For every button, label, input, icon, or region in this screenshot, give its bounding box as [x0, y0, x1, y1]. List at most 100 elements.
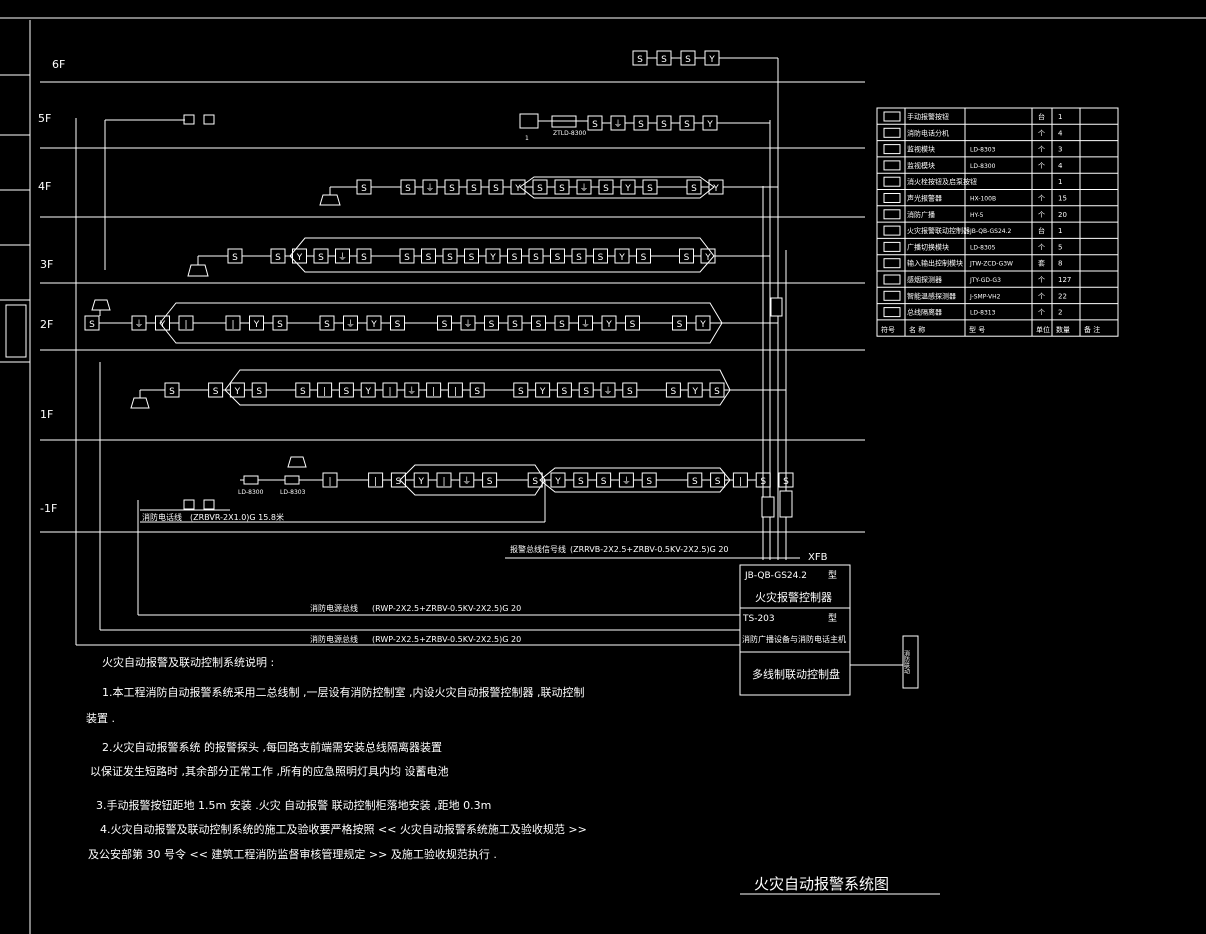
module-icon: | — [225, 315, 241, 331]
svg-text:S: S — [637, 55, 643, 65]
svg-text:Y: Y — [370, 320, 377, 330]
smoke-detector-icon: S — [578, 382, 594, 398]
svg-text:S: S — [627, 387, 633, 397]
cable-name: 消防电源总线 — [310, 603, 358, 613]
svg-text:⏚: ⏚ — [622, 476, 631, 487]
smoke-detector-icon: S — [680, 50, 696, 66]
heat-detector-icon: Y — [360, 382, 376, 398]
svg-text:S: S — [449, 184, 455, 194]
cable-spec: (RWP-2X2.5+ZRBV-0.5KV-2X2.5)G 20 — [372, 635, 521, 644]
svg-text:个: 个 — [1038, 243, 1045, 251]
legend-symbol-icon — [883, 241, 901, 252]
cable-spec: (RWP-2X2.5+ZRBV-0.5KV-2X2.5)G 20 — [372, 604, 521, 613]
smoke-detector-icon: S — [313, 248, 329, 264]
smoke-detector-icon: S — [295, 382, 311, 398]
legend-symbol-icon — [883, 193, 901, 203]
svg-text:S: S — [277, 320, 283, 330]
alarm-bell-icon: ⏚ — [459, 472, 475, 488]
svg-text:个: 个 — [1038, 162, 1045, 170]
floor-label: 4F — [38, 180, 51, 193]
smoke-detector-icon: S — [598, 179, 614, 195]
svg-text:个: 个 — [1038, 309, 1045, 317]
svg-text:⏚: ⏚ — [346, 319, 355, 330]
design-notes: 火灾自动报警及联动控制系统说明 : 1.本工程消防自动报警系统采用二总线制 ,一… — [86, 655, 587, 861]
fire-alarm-controller: JB-QB-GS24.2 型 火灾报警控制器 TS-203 型 消防广播设备与消… — [739, 564, 919, 696]
legend-header-cell: 数量 — [1056, 325, 1070, 334]
controller-model: JB-QB-GS24.2 — [744, 571, 807, 581]
heat-detector-icon: Y — [413, 472, 429, 488]
svg-text:LD-8300: LD-8300 — [970, 163, 996, 170]
legend-header-cell: 符号 — [881, 325, 895, 334]
smoke-detector-icon: S — [679, 115, 695, 131]
svg-text:S: S — [647, 184, 653, 194]
svg-text:个: 个 — [1038, 292, 1045, 300]
frame-revision-box — [5, 304, 27, 358]
svg-text:Y: Y — [417, 477, 424, 487]
svg-text:S: S — [469, 253, 475, 263]
notes-line: 以保证发生短路时 ,其余部分正常工作 ,所有的应急照明灯具内均 设蓄电池 — [90, 764, 448, 778]
smoke-detector-icon: S — [554, 179, 570, 195]
heat-detector-icon: Y — [695, 315, 711, 331]
cable-name: 消防电话线 — [142, 512, 182, 522]
svg-text:S: S — [404, 253, 410, 263]
smoke-detector-icon: S — [251, 382, 267, 398]
legend-symbol-icon — [883, 160, 901, 171]
legend-symbol-icon — [883, 258, 901, 269]
module-icon: | — [447, 382, 463, 398]
svg-text:Y: Y — [554, 477, 561, 487]
smoke-detector-icon: S — [531, 315, 546, 331]
device-count: 1 — [525, 135, 529, 142]
svg-text:Y: Y — [708, 55, 715, 65]
svg-text:S: S — [395, 320, 401, 330]
smoke-detector-icon: S — [356, 179, 372, 195]
speaker-icon — [287, 456, 307, 468]
svg-text:Y: Y — [539, 387, 546, 397]
svg-text:S: S — [684, 253, 690, 263]
cable-name: 报警总线信号线 — [510, 544, 566, 554]
side-box-label: 消防联动 — [903, 649, 910, 675]
alarm-bell-icon: ⏚ — [335, 248, 350, 264]
smoke-detector-icon: S — [710, 472, 726, 488]
smoke-detector-icon: S — [686, 179, 702, 195]
svg-text:HY-5: HY-5 — [970, 212, 984, 219]
svg-text:S: S — [512, 253, 518, 263]
smoke-detector-icon: S — [641, 472, 657, 488]
svg-text:15: 15 — [1058, 195, 1067, 203]
telephone-jack-icon — [183, 114, 195, 125]
svg-text:S: S — [661, 55, 667, 65]
heat-detector-icon: Y — [614, 248, 630, 264]
smoke-detector-icon: S — [464, 248, 479, 264]
controller-type: 型 — [828, 570, 837, 581]
speaker-icon — [130, 397, 150, 409]
heat-detector-icon: Y — [620, 179, 636, 195]
svg-text:⏚: ⏚ — [579, 183, 588, 194]
svg-text:S: S — [426, 253, 432, 263]
drawing-title: 火灾自动报警系统图 — [754, 875, 889, 893]
svg-text:S: S — [601, 477, 607, 487]
monitor-module-icon — [284, 475, 300, 485]
svg-text:|: | — [442, 477, 445, 487]
broadcast-type: 型 — [828, 613, 837, 624]
alarm-bell-icon: ⏚ — [600, 382, 616, 398]
svg-text:S: S — [318, 253, 324, 263]
svg-text:Y: Y — [712, 184, 719, 194]
alarm-bell-icon: ⏚ — [343, 315, 358, 331]
heat-detector-icon: Y — [535, 382, 551, 398]
floor-label: 5F — [38, 112, 51, 125]
module-icon: | — [178, 315, 194, 331]
legend-symbol-icon — [883, 274, 901, 285]
svg-text:S: S — [630, 320, 636, 330]
heat-detector-icon: Y — [155, 315, 170, 331]
svg-text:Y: Y — [706, 120, 713, 130]
svg-text:S: S — [324, 320, 330, 330]
legend-header-cell: 备 注 — [1084, 325, 1100, 334]
smoke-detector-icon: S — [272, 315, 288, 331]
smoke-detector-icon: S — [709, 382, 725, 398]
